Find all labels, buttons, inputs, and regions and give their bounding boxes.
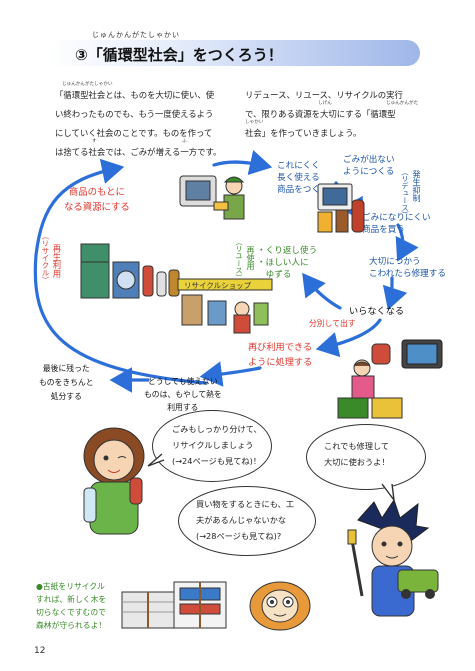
- arrow-buy-to-repair: [395, 223, 419, 262]
- label-burn: どうしても使えない ものは、もやして熱を 利用する: [144, 377, 222, 412]
- speech-bubble-girl: [152, 410, 272, 482]
- label-repair: 大切につかう こわれたら修理する: [369, 257, 446, 279]
- label-reuse: 再使用: [246, 246, 255, 270]
- arrow-unneeded-to-treat: [315, 318, 382, 358]
- arrow-main-loop: [33, 158, 207, 385]
- intro-left-line: にしていく社会のことです。ものを作って: [55, 128, 213, 138]
- bubble-girl-text: ごみもしっかり分けて、 リサイクルしましょう (→24ページも見てね)！: [172, 424, 262, 466]
- page-number: 12: [34, 646, 46, 656]
- bubble-middle-text: 買い物をするときにも、工 夫があるんじゃないかな (→28ページも見てね)?: [196, 499, 295, 541]
- ruby-junkan2: じゅんかんがた: [386, 101, 419, 106]
- arrow-treat-to-burn: [199, 361, 262, 387]
- title-ruby: じゅんかんがたしゃかい: [92, 31, 180, 39]
- intro-right: リデュース、リユース、リサイクルの実行 で、限りある資源を大切にする「循環型 社…: [245, 86, 403, 143]
- arrow-unneeded-to-reuse: [302, 272, 342, 310]
- intro-right-line: で、限りある資源を大切にする「循環型: [245, 109, 396, 119]
- flying-squirrel-illustration: [249, 581, 311, 631]
- page-title: ③「循環型社会」をつくろう！: [75, 46, 283, 64]
- label-no-waste: ごみが出ない ようにつくる: [343, 155, 395, 177]
- label-make: これにくく 長く使える 商品をつくる: [277, 161, 329, 195]
- ruby-shakai: しゃかい: [245, 120, 264, 125]
- label-buy: ごみになりにくい 商品を買う: [362, 213, 431, 235]
- label-resource: 商品のもとに なる資源にする: [64, 187, 130, 213]
- label-unneeded: いらなくなる: [349, 306, 405, 317]
- speech-bubble-middle: [178, 486, 316, 556]
- tv-illustration: [401, 339, 443, 369]
- label-sort: 分別して出す: [309, 319, 356, 328]
- intro-left: 「循環型社会とは、ものを大切に使い、使 い終わったものでも、もう一度使えるよう …: [55, 86, 221, 162]
- products-illustration: [317, 183, 365, 233]
- intro-left-line: 「循環型社会とは、ものを大切に使い、使: [55, 90, 215, 100]
- boy-illustration: [347, 500, 439, 617]
- bubble-tail-girl: [147, 453, 165, 467]
- recycle-shop-illustration: リサイクルショップ: [177, 278, 273, 334]
- ruby-shigen: しげん: [318, 101, 332, 106]
- newspaper-bundles-illustration: [121, 581, 227, 629]
- bubble-boy-text: これでも修理して 大切に使おうよ！: [324, 441, 390, 467]
- ruby-junkangata: じゅんかんがたしゃかい: [62, 82, 113, 87]
- sorting-woman-illustration: [337, 359, 403, 419]
- arrow-to-make: [212, 150, 273, 176]
- arrow-repair-to-unneeded: [382, 276, 408, 311]
- bubble-tail-boy: [381, 483, 395, 502]
- paper-recycling-note: ●古紙をリサイクル すれば、新しく木を 切らなくですむので 森林が守られるよ！: [36, 582, 107, 630]
- girl-illustration: [83, 427, 145, 535]
- label-reuse-paren: （リユース）: [235, 238, 244, 282]
- appliances-illustration: [80, 243, 180, 299]
- ruby-suteru: す: [92, 139, 97, 144]
- worker-tv-illustration: [179, 175, 245, 220]
- speech-bubble-boy: [306, 424, 426, 490]
- ruby-fueru: ふ: [182, 139, 187, 144]
- label-reduce-paren: （リデュース）: [401, 168, 410, 219]
- intro-right-line: リデュース、リユース、リサイクルの実行: [245, 90, 403, 100]
- shop-sign: リサイクルショップ: [184, 281, 252, 290]
- label-dispose: 最後に残った ものをきちんと 処分する: [39, 364, 94, 401]
- label-recycle-paren: （リサイクル）: [41, 232, 50, 284]
- title-band: [48, 40, 420, 66]
- intro-right-line: 社会」を作っていきましょう。: [245, 128, 362, 138]
- label-reuse-actions: ・くり返し使う ・ほしい人に ゆずる: [257, 246, 318, 280]
- red-can-illustration: [371, 343, 391, 365]
- intro-left-line: は捨てる社会では、ごみが増える一方です。: [55, 147, 222, 157]
- label-recycle: 再生利用: [52, 244, 62, 278]
- label-treat: 再び利用できる ように処理する: [248, 342, 313, 368]
- label-reduce: 発生抑制: [412, 170, 421, 202]
- intro-left-line: い終わったものでも、もう一度使えるよう: [55, 109, 214, 119]
